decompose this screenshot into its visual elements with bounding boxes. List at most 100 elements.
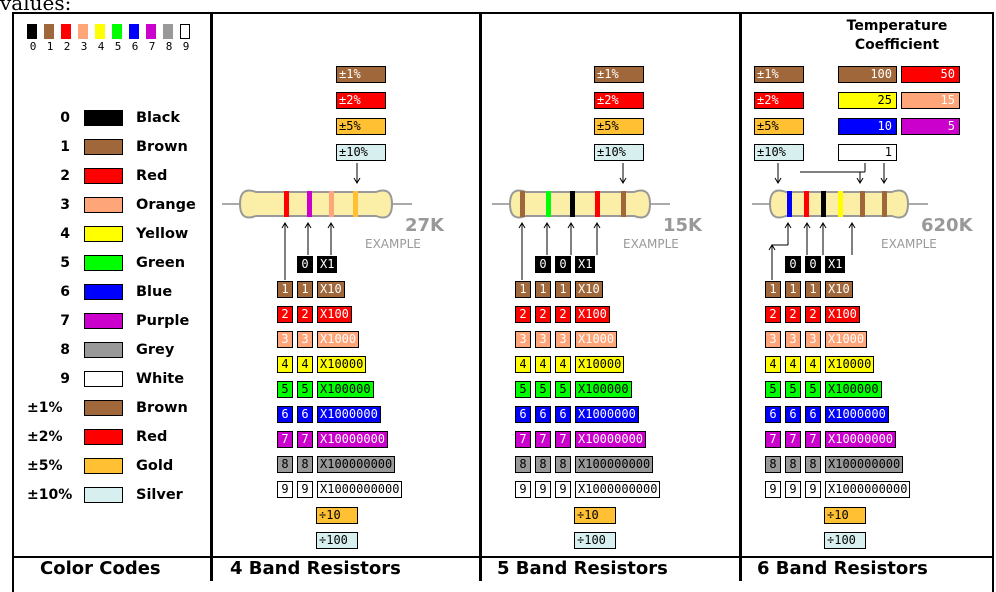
legend-color-name: Red (136, 429, 168, 445)
digit-chip: 6 (765, 406, 781, 423)
resistor-body (238, 189, 394, 219)
color-band (284, 191, 289, 217)
legend-swatch (84, 487, 123, 503)
digit-chip: 1 (297, 281, 313, 298)
legend-swatch (84, 342, 123, 358)
example-value: 620K (921, 215, 974, 236)
example-caption: EXAMPLE (365, 237, 421, 251)
digit-chip: 0 (555, 256, 571, 273)
digit-chip: 4 (515, 356, 531, 373)
multiplier-chip: X1000000 (575, 406, 639, 423)
legend-swatch (84, 168, 123, 184)
legend-code: 3 (60, 197, 70, 213)
tolerance-chip: ±2% (754, 92, 804, 109)
resistor-body (508, 189, 652, 219)
multiplier-chip: X10 (575, 281, 603, 298)
digit-chip: 2 (515, 306, 531, 323)
color-band (570, 191, 575, 217)
title-5-band: 5 Band Resistors (497, 558, 668, 579)
digit-chip: 3 (785, 331, 801, 348)
title-4-band: 4 Band Resistors (230, 558, 401, 579)
tolerance-chip: ±10% (336, 144, 386, 161)
multiplier-chip: X10000 (825, 356, 875, 373)
strip-digit: 4 (97, 40, 105, 53)
multiplier-chip: X100000 (575, 381, 632, 398)
pointer-head (784, 222, 792, 229)
digit-chip: 1 (277, 281, 293, 298)
digit-chip: 6 (785, 406, 801, 423)
digit-chip: 3 (297, 331, 313, 348)
pointer-head (819, 222, 827, 229)
digit-chip: 9 (555, 481, 571, 498)
legend-swatch (84, 226, 123, 242)
color-band (520, 191, 525, 217)
digit-chip: 0 (785, 256, 801, 273)
legend-swatch (84, 458, 123, 474)
multiplier-chip: X100000000 (575, 456, 654, 473)
divisor-chip: ÷10 (574, 507, 616, 524)
pointer-head (518, 222, 526, 229)
digit-chip: 3 (555, 331, 571, 348)
digit-chip: 8 (277, 456, 293, 473)
digit-chip: 6 (297, 406, 313, 423)
digit-chip: 7 (515, 431, 531, 448)
digit-chip: 9 (785, 481, 801, 498)
legend-swatch (84, 429, 123, 445)
legend-color-name: Orange (136, 197, 196, 213)
digit-chip: 1 (785, 281, 801, 298)
divisor-chip: ÷10 (316, 507, 358, 524)
chart-frame (12, 12, 994, 592)
digit-chip: 9 (805, 481, 821, 498)
legend-color-name: Red (136, 168, 168, 184)
tolerance-chip: ±5% (336, 118, 386, 135)
digit-chip: 7 (555, 431, 571, 448)
strip-digit: 5 (114, 40, 122, 53)
legend-code: 9 (60, 371, 70, 387)
strip-digit: 1 (46, 40, 54, 53)
multiplier-chip: X1000 (825, 331, 868, 348)
strip-swatch (146, 24, 156, 39)
color-band (595, 191, 600, 217)
digit-chip: 7 (785, 431, 801, 448)
multiplier-chip: X1000 (575, 331, 618, 348)
legend-color-name: Grey (136, 342, 175, 358)
tolerance-chip: ±5% (754, 118, 804, 135)
digit-chip: 4 (785, 356, 801, 373)
multiplier-chip: X100 (575, 306, 610, 323)
digit-chip: 5 (297, 381, 313, 398)
pointer-head (803, 222, 811, 229)
digit-chip: 6 (555, 406, 571, 423)
divisor-chip: ÷100 (574, 532, 616, 549)
color-band (787, 191, 792, 217)
legend-color-name: Purple (136, 313, 190, 329)
legend-code: 0 (60, 110, 70, 126)
digit-chip: 7 (535, 431, 551, 448)
digit-chip: 5 (765, 381, 781, 398)
multiplier-chip: X100000 (825, 381, 882, 398)
digit-chip: 2 (297, 306, 313, 323)
tempco-chip: 100 (838, 66, 897, 83)
legend-code: 5 (60, 255, 70, 271)
multiplier-chip: X1 (317, 256, 338, 273)
legend-code: ±2% (27, 429, 63, 445)
pointer-head (848, 222, 856, 229)
strip-swatch (112, 24, 122, 39)
legend-color-name: White (136, 371, 185, 387)
example-caption: EXAMPLE (623, 237, 679, 251)
color-band (329, 191, 334, 217)
multiplier-chip: X1000000 (317, 406, 381, 423)
temperature-coefficient-heading: Temperature Coefficient (832, 17, 962, 55)
digit-chip: 2 (555, 306, 571, 323)
tempco-chip: 10 (838, 118, 897, 135)
legend-code: 1 (60, 139, 70, 155)
color-band (804, 191, 809, 217)
digit-chip: 9 (765, 481, 781, 498)
color-band (838, 191, 843, 217)
divisor-chip: ÷100 (316, 532, 358, 549)
multiplier-chip: X100 (317, 306, 352, 323)
strip-digit: 3 (80, 40, 88, 53)
tempco-chip: 5 (901, 118, 960, 135)
legend-color-name: Black (136, 110, 181, 126)
pointer-head (353, 177, 361, 184)
